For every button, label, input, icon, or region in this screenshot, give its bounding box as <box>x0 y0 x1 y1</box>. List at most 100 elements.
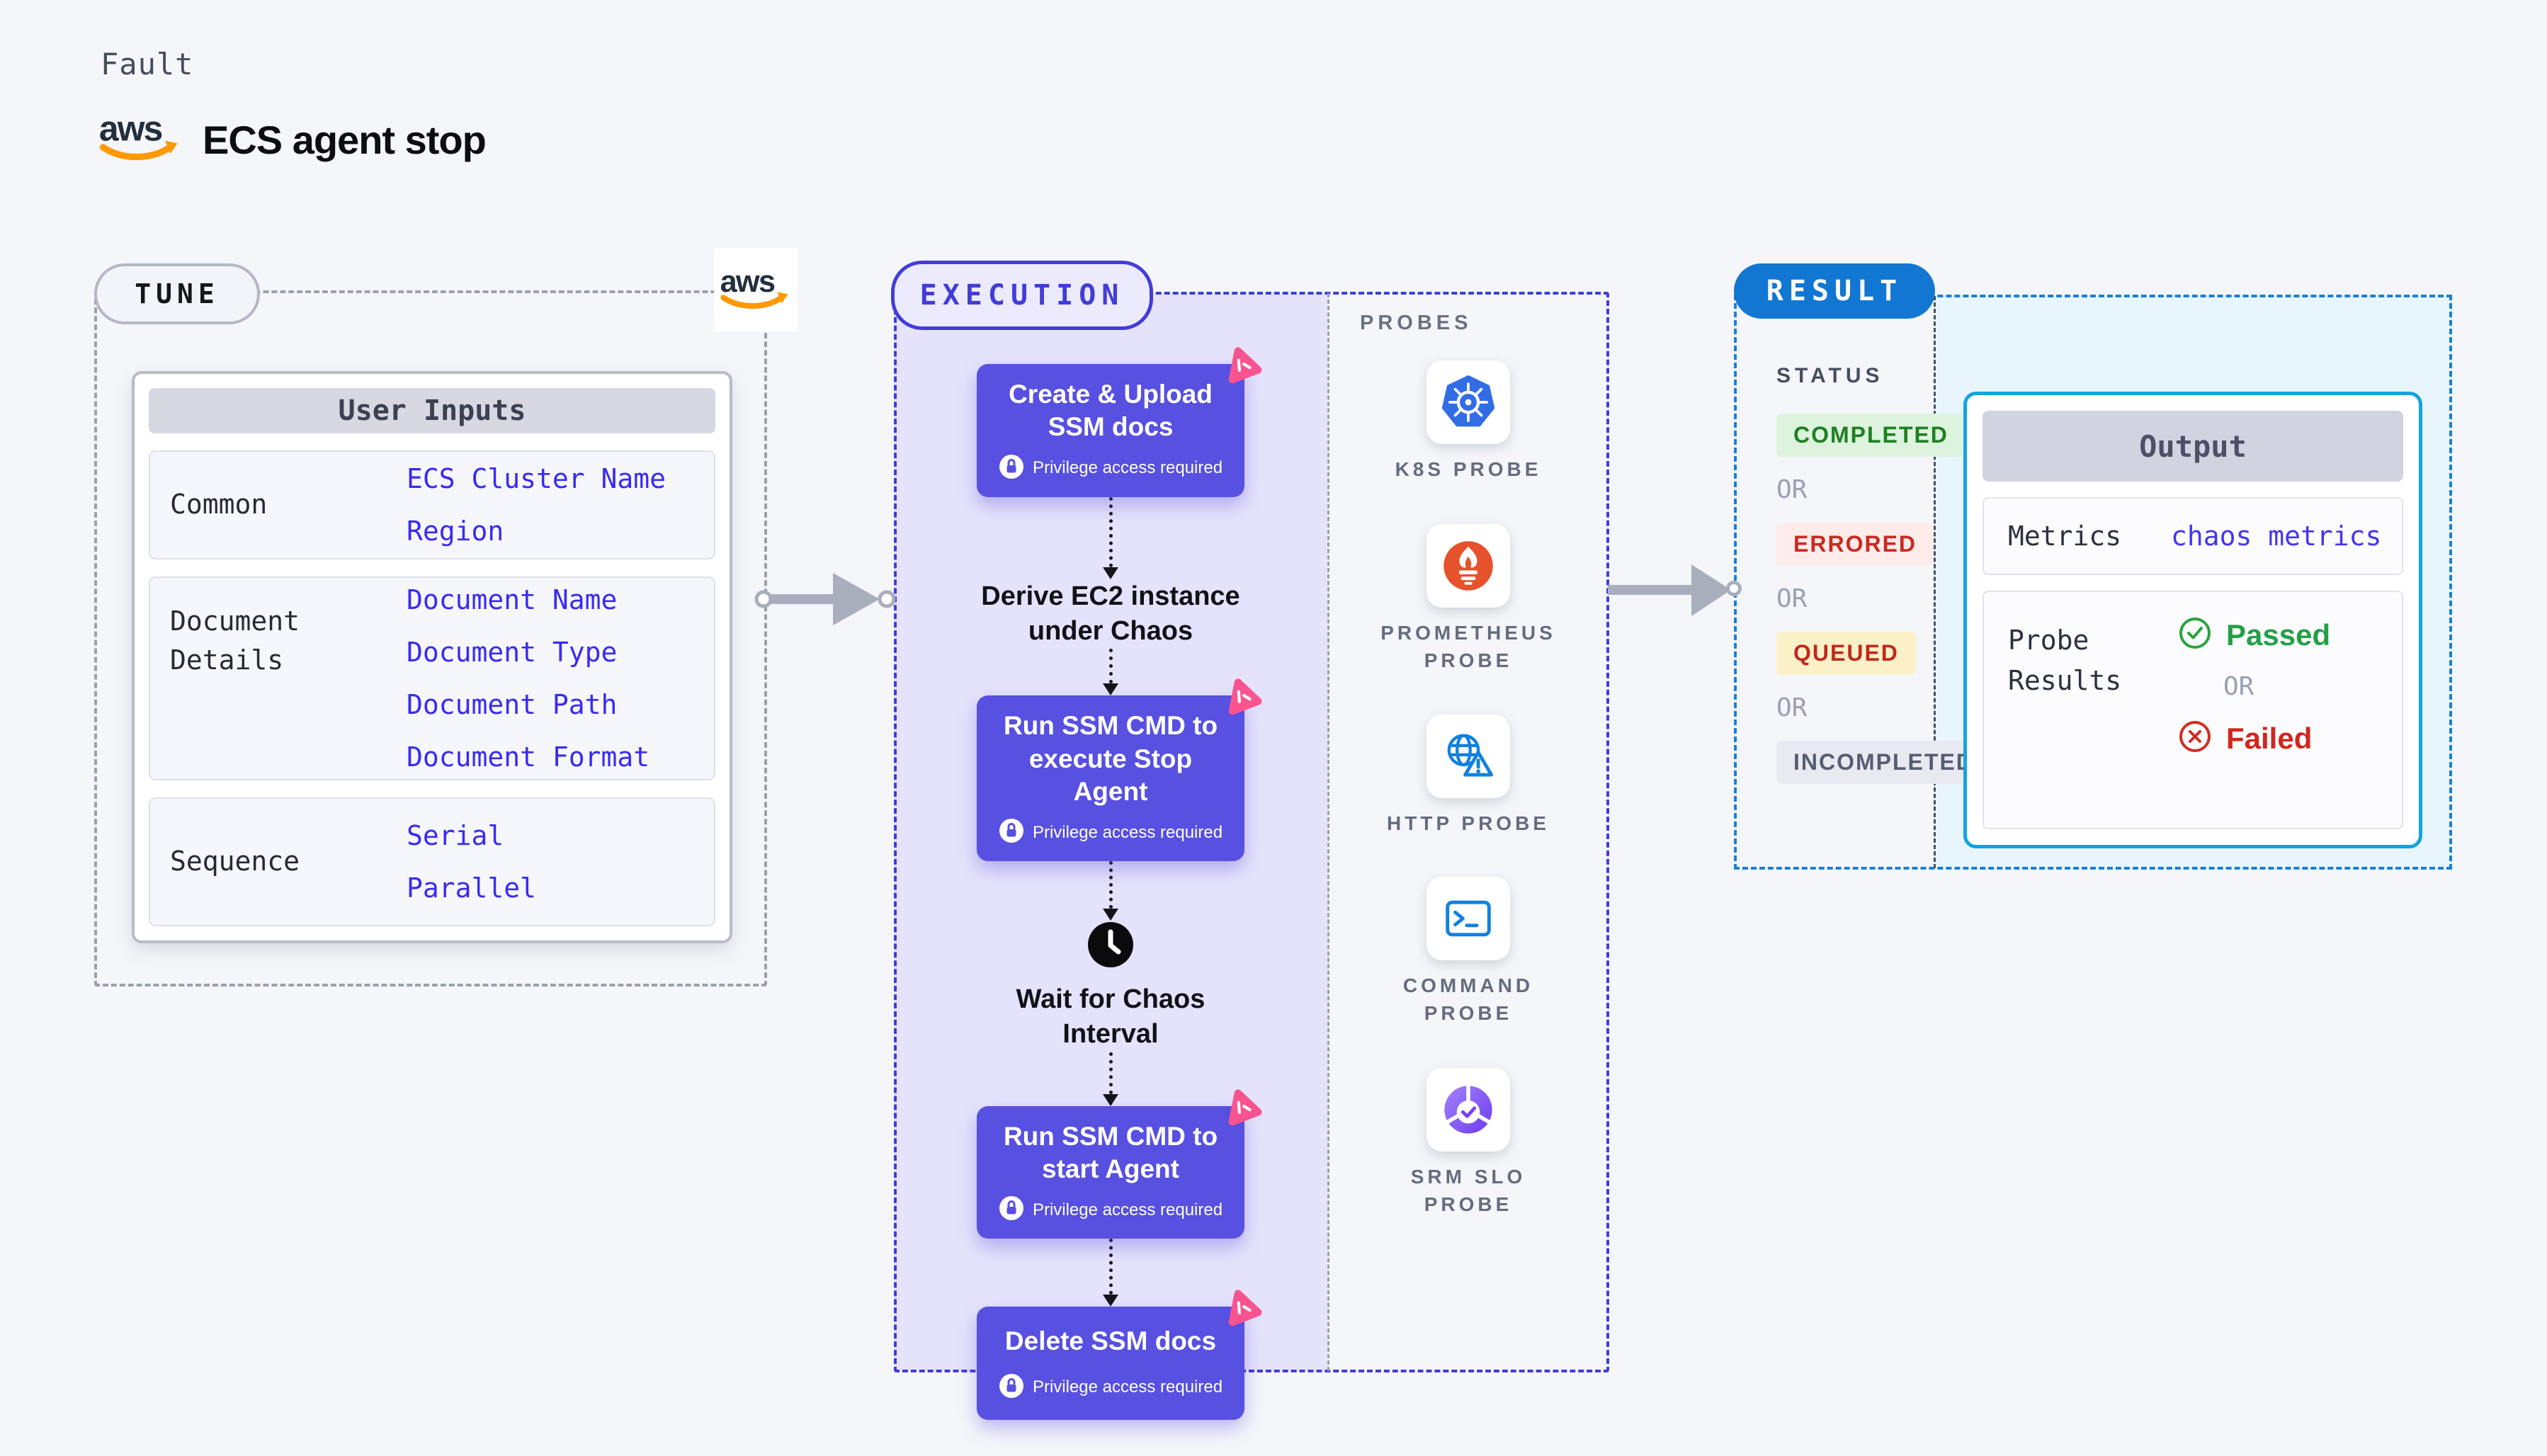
fault-kicker: Fault <box>101 47 194 81</box>
status-badge-completed: COMPLETED <box>1776 414 1965 457</box>
litmus-flag-icon <box>1218 1084 1266 1132</box>
litmus-flag-icon <box>1218 1284 1266 1332</box>
dotted-arrow-icon <box>1103 1052 1118 1106</box>
flow-arrow-icon <box>754 573 896 625</box>
passed-label: Passed <box>2226 618 2331 652</box>
probe-results-label: Probe Results <box>2008 625 2122 696</box>
row-value: ECS Cluster Name <box>407 463 666 494</box>
row-label: Sequence <box>170 846 300 877</box>
dotted-arrow-icon <box>1103 1239 1118 1307</box>
probes-column: PROBES K8S PROBE <box>1327 293 1609 1371</box>
or-separator: OR <box>1776 475 1808 504</box>
table-row: Sequence Serial Parallel <box>149 797 715 926</box>
aws-logo-word: aws <box>99 110 162 149</box>
aws-logo-icon: aws <box>98 109 183 169</box>
step-title: Run SSM CMD to execute Stop Agent <box>1003 711 1218 806</box>
probe-label: HTTP PROBE <box>1387 812 1550 834</box>
execution-steps: Create & Upload SSM docs Privilege acces… <box>894 293 1327 1421</box>
status-column: STATUS COMPLETED OR ERRORED OR QUEUED OR… <box>1734 296 1991 868</box>
lock-icon <box>999 818 1024 847</box>
probe-label: K8S PROBE <box>1395 458 1542 480</box>
row-value: Document Name <box>407 584 618 615</box>
dotted-arrow-icon <box>1103 861 1118 921</box>
privilege-badge: Privilege access required <box>1032 1200 1223 1219</box>
metrics-value: chaos metrics <box>2171 521 2382 552</box>
failed-label: Failed <box>2226 721 2313 755</box>
probe-prometheus: PROMETHEUS PROBE <box>1376 524 1560 674</box>
user-inputs-header: User Inputs <box>149 388 715 433</box>
probe-http: HTTP PROBE <box>1387 714 1550 837</box>
prometheus-icon <box>1426 524 1510 608</box>
litmus-flag-icon <box>1218 341 1266 389</box>
litmus-flag-icon <box>1218 673 1266 721</box>
step-title: Wait for Chaos Interval <box>1016 984 1206 1050</box>
or-separator: OR <box>1776 584 1808 613</box>
privilege-badge: Privilege access required <box>1032 822 1223 842</box>
flow-arrow-icon <box>1608 564 1731 616</box>
execution-probes-divider <box>1327 293 1329 1371</box>
user-inputs-card: User Inputs Common ECS Cluster Name Regi… <box>132 371 732 943</box>
row-value: Region <box>407 516 504 547</box>
probes-heading: PROBES <box>1360 312 1473 334</box>
lock-icon <box>999 1195 1024 1224</box>
row-value: Document Type <box>407 637 618 668</box>
step-run-ssm-cmd-start-agent: Run SSM CMD to start Agent Privilege acc… <box>977 1089 1262 1239</box>
step-derive-ec2-instance: Derive EC2 instance under Chaos <box>981 581 1240 646</box>
row-value: Document Path <box>407 689 618 720</box>
metrics-label: Metrics <box>2008 520 2122 552</box>
metrics-row: Metrics chaos metrics <box>1982 497 2403 575</box>
status-badge-incompleted: INCOMPLETED <box>1776 741 1991 784</box>
step-title: Delete SSM docs <box>1004 1326 1217 1355</box>
output-header: Output <box>1982 411 2403 482</box>
step-wait-for-chaos-interval: Wait for Chaos Interval <box>1004 921 1217 1052</box>
execution-pill: EXECUTION <box>891 261 1153 330</box>
row-value: Serial <box>407 820 504 851</box>
x-circle-icon <box>2178 720 2212 757</box>
page-title-row: aws ECS agent stop <box>98 109 487 169</box>
privilege-badge: Privilege access required <box>1032 1377 1223 1397</box>
step-delete-ssm-docs: Delete SSM docs Privilege access require… <box>977 1290 1262 1421</box>
http-globe-icon <box>1426 714 1510 798</box>
step-create-upload-ssm-docs: Create & Upload SSM docs Privilege acces… <box>977 347 1262 497</box>
srm-slo-icon <box>1426 1068 1510 1152</box>
lock-icon <box>999 1373 1024 1402</box>
table-row: Document Details Document Name Document … <box>149 576 715 780</box>
status-heading: STATUS <box>1776 364 1884 387</box>
clock-icon <box>1087 921 1135 972</box>
row-value: Document Format <box>407 741 650 773</box>
probe-srm-slo: SRM SLO PROBE <box>1376 1068 1560 1218</box>
row-label: Common <box>170 489 268 521</box>
kubernetes-icon <box>1426 360 1510 444</box>
output-card: Output Metrics chaos metrics Probe Resul… <box>1963 392 2422 848</box>
result-pill: RESULT <box>1734 263 1935 319</box>
or-separator: OR <box>1776 693 1808 722</box>
status-badge-queued: QUEUED <box>1776 632 1916 675</box>
or-separator: OR <box>2223 672 2254 701</box>
step-title: Run SSM CMD to start Agent <box>1003 1121 1218 1184</box>
page-title: ECS agent stop <box>203 118 487 162</box>
execution-section <box>894 292 1609 1372</box>
step-run-ssm-cmd-stop-agent: Run SSM CMD to execute Stop Agent Privil… <box>977 678 1262 862</box>
row-label: Document Details <box>170 605 300 676</box>
aws-logo-icon: aws <box>714 248 798 331</box>
connector-dot-icon <box>1726 581 1742 596</box>
terminal-icon <box>1426 876 1510 960</box>
check-circle-icon <box>2178 616 2212 654</box>
probe-results-row: Probe Results Passed OR <box>1982 591 2403 829</box>
aws-logo-word: aws <box>720 266 775 299</box>
lock-icon <box>999 454 1024 483</box>
probe-k8s: K8S PROBE <box>1395 360 1542 483</box>
tune-section <box>94 290 767 986</box>
probe-label: PROMETHEUS PROBE <box>1380 622 1556 672</box>
tune-pill: TUNE <box>94 263 260 324</box>
probe-command: COMMAND PROBE <box>1376 876 1560 1027</box>
dotted-arrow-icon <box>1103 496 1118 579</box>
probe-label: SRM SLO PROBE <box>1410 1166 1526 1216</box>
privilege-badge: Privilege access required <box>1032 458 1223 477</box>
step-title: Create & Upload SSM docs <box>1009 380 1213 442</box>
dotted-arrow-icon <box>1103 649 1118 696</box>
table-row: Common ECS Cluster Name Region <box>149 450 715 559</box>
probe-label: COMMAND PROBE <box>1402 974 1534 1024</box>
row-value: Parallel <box>407 872 537 904</box>
